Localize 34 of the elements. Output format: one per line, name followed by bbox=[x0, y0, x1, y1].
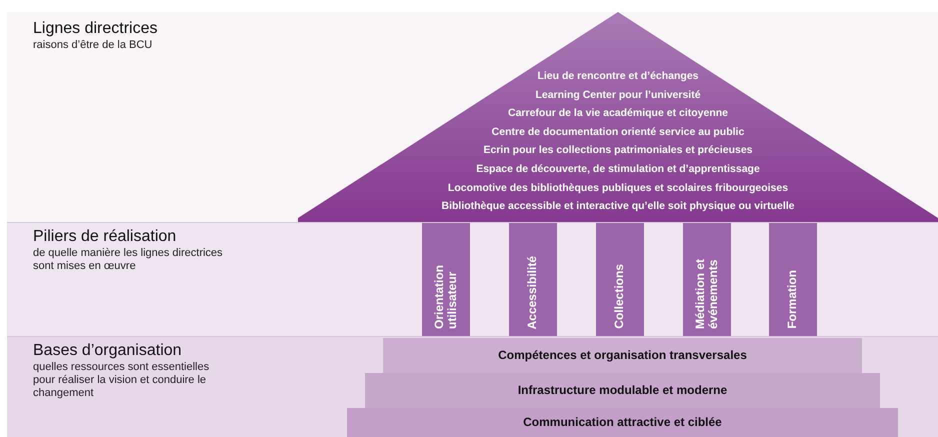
foundation-step bbox=[347, 408, 898, 437]
pillar bbox=[596, 223, 644, 337]
section-heading: Bases d’organisation bbox=[33, 342, 182, 360]
principle-text: Carrefour de la vie académique et citoyenne bbox=[507, 107, 729, 120]
principle-text: Lieu de rencontre et d’échanges bbox=[536, 70, 700, 82]
section-heading: Piliers de réalisation bbox=[33, 228, 176, 246]
pillar-label: Formation bbox=[786, 270, 799, 329]
roof-triangle bbox=[298, 12, 938, 222]
principle-text: Centre de documentation orienté service au public bbox=[490, 126, 746, 138]
pillar bbox=[509, 223, 557, 337]
foundation-step bbox=[365, 373, 880, 408]
section-description: de quelle manière les lignes directrices sont mises en œuvre bbox=[33, 247, 224, 273]
foundation-label: Compétences et organisation transversales bbox=[497, 348, 748, 362]
section-band bbox=[7, 222, 938, 336]
section-description: quelles ressources sont essentielles pour réaliser la vision et conduire le changement bbox=[33, 361, 210, 400]
pillar bbox=[683, 223, 731, 337]
principle-text: Ecrin pour les collections patrimoniales et précieuses bbox=[482, 144, 754, 156]
principle-text: Bibliothèque accessible et interactive qu’elle soit physique ou virtuelle bbox=[440, 200, 796, 212]
foundation-label: Communication attractive et ciblée bbox=[522, 415, 723, 429]
pillar-label: Collections bbox=[613, 264, 626, 329]
principle-text: Espace de découverte, de stimulation et d’apprentissage bbox=[475, 163, 761, 175]
section-band bbox=[7, 336, 938, 437]
foundation-step bbox=[383, 338, 862, 373]
pillar-label: Accessibilité bbox=[526, 256, 539, 329]
pillar-label: Médiation et événements bbox=[694, 258, 720, 329]
section-description: raisons d’être de la BCU bbox=[33, 39, 154, 52]
principle-text: Learning Center pour l’université bbox=[534, 88, 702, 101]
foundation-label: Infrastructure modulable et moderne bbox=[516, 382, 728, 396]
pillar bbox=[769, 223, 817, 337]
principle-text: Locomotive des bibliothèques publiques et scolaires fribourgeoises bbox=[446, 182, 790, 194]
pillar-label: Orientation utilisateur bbox=[433, 264, 459, 329]
pillar bbox=[422, 223, 470, 337]
section-heading: Lignes directrices bbox=[33, 20, 158, 38]
section-band bbox=[7, 12, 938, 222]
